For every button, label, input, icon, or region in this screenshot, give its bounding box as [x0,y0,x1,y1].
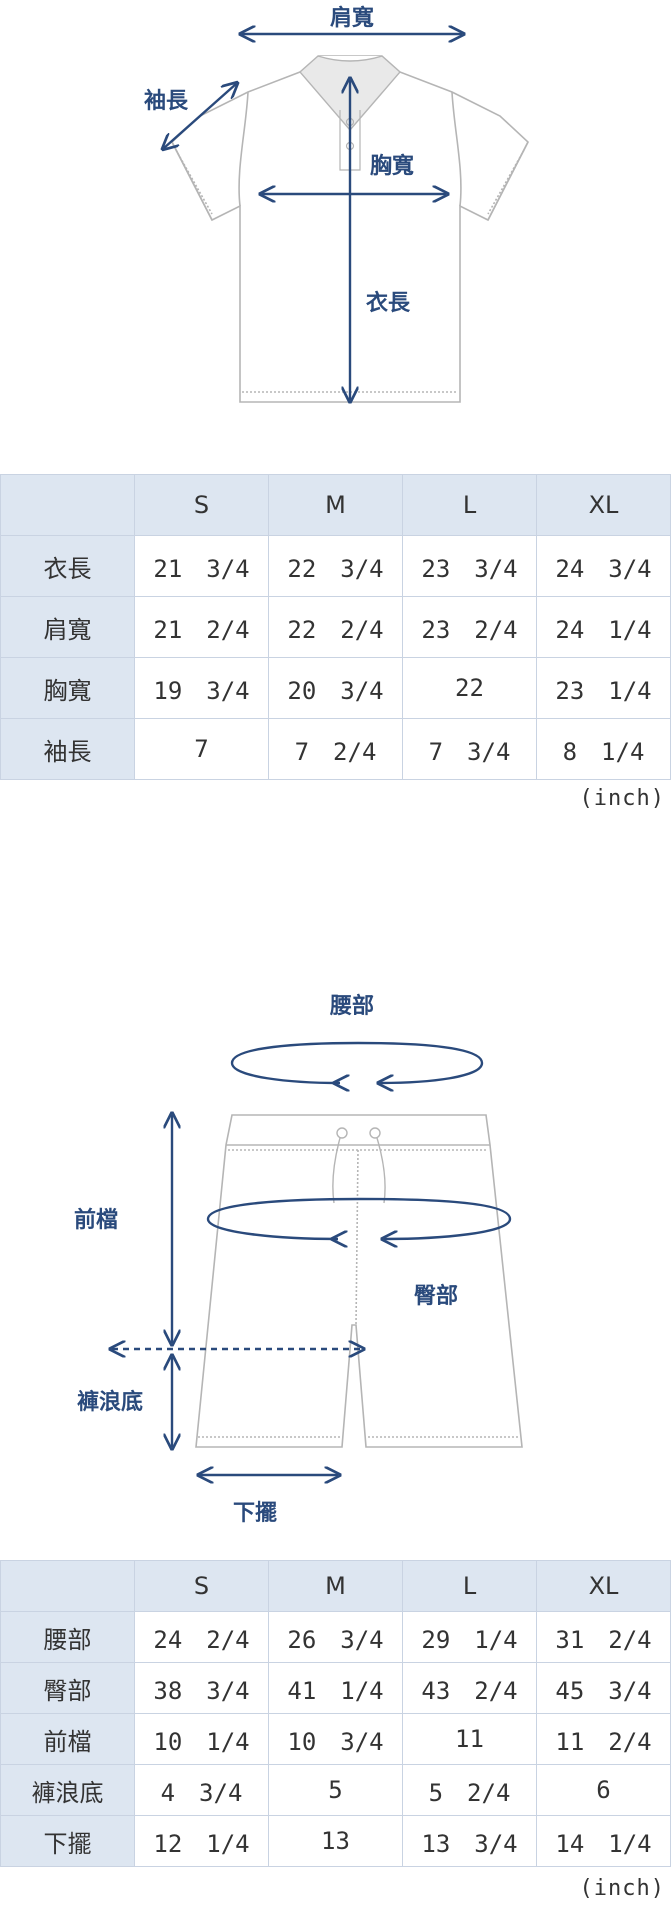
column-header: XL [536,1560,671,1612]
table-corner-cell [0,474,135,536]
shorts-illustration: 腰部 前檔 臀部 褲浪底 下擺 [74,993,523,1526]
hem-label: 下擺 [233,1501,277,1526]
table-header-row: S M L XL [0,1560,671,1612]
table-cell: 4 3/4 [134,1764,269,1816]
table-cell: 23 2/4 [402,596,537,658]
shorts-diagram: 腰部 前檔 臀部 褲浪底 下擺 [0,975,671,1535]
table-row: 下擺 12 1/4 13 13 3/4 14 1/4 [0,1815,671,1867]
table-cell: 20 3/4 [268,657,403,719]
table-cell: 5 [268,1764,403,1816]
column-header: L [402,1560,537,1612]
table-cell: 13 [268,1815,403,1867]
row-label: 腰部 [0,1611,135,1663]
table-row: 胸寬 19 3/4 20 3/4 22 23 1/4 [0,657,671,719]
table-cell: 19 3/4 [134,657,269,719]
table-cell: 21 2/4 [134,596,269,658]
table-cell: 22 3/4 [268,535,403,597]
table-cell: 43 2/4 [402,1662,537,1714]
row-label: 袖長 [0,718,135,780]
table-cell: 24 2/4 [134,1611,269,1663]
row-label: 下擺 [0,1815,135,1867]
table-cell: 5 2/4 [402,1764,537,1816]
row-label: 胸寬 [0,657,135,719]
table-row: 衣長 21 3/4 22 3/4 23 3/4 24 3/4 [0,535,671,597]
polo-shirt-illustration: 肩寬 袖長 胸寬 衣長 [144,5,529,460]
row-label: 肩寬 [0,596,135,658]
table-cell: 24 1/4 [536,596,671,658]
polo-shirt-diagram: 肩寬 袖長 胸寬 衣長 [0,0,671,460]
table-cell: 24 3/4 [536,535,671,597]
table-cell: 14 1/4 [536,1815,671,1867]
row-label: 褲浪底 [0,1764,135,1816]
sleeve-length-label: 袖長 [144,88,189,114]
table-cell: 6 [536,1764,671,1816]
shirt-size-table: S M L XL 衣長 21 3/4 22 3/4 23 3/4 24 3/4 … [0,474,671,780]
table-cell: 12 1/4 [134,1815,269,1867]
hip-label: 臀部 [414,1283,458,1309]
table-cell: 38 3/4 [134,1662,269,1714]
shirt-measure-arrows [164,34,462,400]
table-cell: 23 1/4 [536,657,671,719]
column-header: M [268,474,403,536]
table-cell: 7 [134,718,269,780]
table-row: 褲浪底 4 3/4 5 5 2/4 6 [0,1764,671,1816]
shorts-size-table: S M L XL 腰部 24 2/4 26 3/4 29 1/4 31 2/4 … [0,1560,671,1867]
table-cell: 13 3/4 [402,1815,537,1867]
table-row: 前檔 10 1/4 10 3/4 11 11 2/4 [0,1713,671,1765]
chest-width-label: 胸寬 [370,153,414,179]
table-cell: 23 3/4 [402,535,537,597]
unit-note: (inch) [579,1876,665,1901]
row-label: 臀部 [0,1662,135,1714]
table-cell: 22 [402,657,537,719]
table-corner-cell [0,1560,135,1612]
table-cell: 29 1/4 [402,1611,537,1663]
shoulder-width-label: 肩寬 [330,5,374,31]
front-rise-label: 前檔 [74,1207,118,1233]
table-cell: 10 3/4 [268,1713,403,1765]
shorts-outline [195,1114,523,1448]
table-cell: 7 2/4 [268,718,403,780]
table-header-row: S M L XL [0,474,671,536]
shorts-measure-arrows [112,1041,512,1475]
table-cell: 7 3/4 [402,718,537,780]
body-length-label: 衣長 [366,290,411,316]
waist-label: 腰部 [329,993,374,1019]
table-cell: 41 1/4 [268,1662,403,1714]
shorts-drawstring [332,1127,386,1204]
column-header: S [134,474,269,536]
table-cell: 45 3/4 [536,1662,671,1714]
table-row: 腰部 24 2/4 26 3/4 29 1/4 31 2/4 [0,1611,671,1663]
table-cell: 21 3/4 [134,535,269,597]
table-cell: 8 1/4 [536,718,671,780]
table-cell: 10 1/4 [134,1713,269,1765]
table-cell: 11 [402,1713,537,1765]
column-header: L [402,474,537,536]
table-cell: 22 2/4 [268,596,403,658]
table-row: 肩寬 21 2/4 22 2/4 23 2/4 24 1/4 [0,596,671,658]
row-label: 前檔 [0,1713,135,1765]
table-cell: 26 3/4 [268,1611,403,1663]
column-header: XL [536,474,671,536]
inseam-label: 褲浪底 [77,1389,143,1415]
table-cell: 11 2/4 [536,1713,671,1765]
unit-note: (inch) [579,786,665,811]
column-header: S [134,1560,269,1612]
table-row: 袖長 7 7 2/4 7 3/4 8 1/4 [0,718,671,780]
row-label: 衣長 [0,535,135,597]
column-header: M [268,1560,403,1612]
table-row: 臀部 38 3/4 41 1/4 43 2/4 45 3/4 [0,1662,671,1714]
table-cell: 31 2/4 [536,1611,671,1663]
